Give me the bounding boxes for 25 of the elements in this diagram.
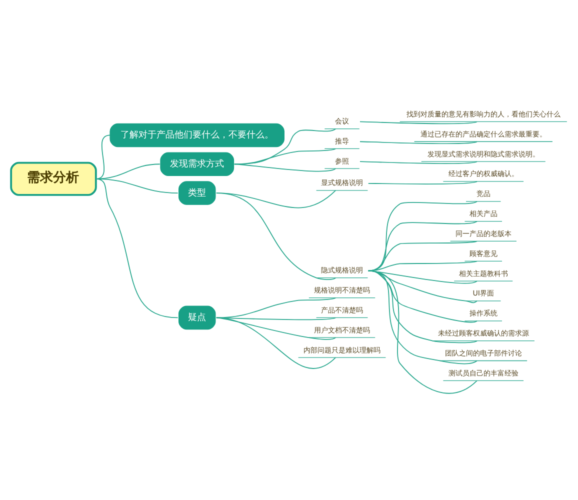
connector xyxy=(216,316,336,340)
connector xyxy=(234,163,336,172)
node-box: 了解对于产品他们要什么，不要什么。 xyxy=(110,122,284,147)
connector xyxy=(234,128,336,164)
connector xyxy=(368,220,478,271)
node-box: 发现需求方式 xyxy=(160,152,234,176)
connector xyxy=(216,316,336,368)
node-box: 需求分析 xyxy=(10,161,97,196)
connector xyxy=(368,240,478,271)
node-box: 疑点 xyxy=(178,305,216,330)
connector xyxy=(360,120,478,124)
connector xyxy=(368,270,478,364)
connector xyxy=(368,180,478,184)
connector xyxy=(234,148,336,164)
connector xyxy=(216,192,336,280)
connector xyxy=(368,260,478,271)
node-box: 类型 xyxy=(178,180,216,204)
connector xyxy=(360,160,478,164)
connector xyxy=(368,200,478,271)
connector xyxy=(95,178,178,318)
connector xyxy=(216,296,336,318)
connector xyxy=(360,140,478,144)
connector xyxy=(95,134,110,179)
connector xyxy=(368,270,478,394)
connector xyxy=(216,316,336,320)
